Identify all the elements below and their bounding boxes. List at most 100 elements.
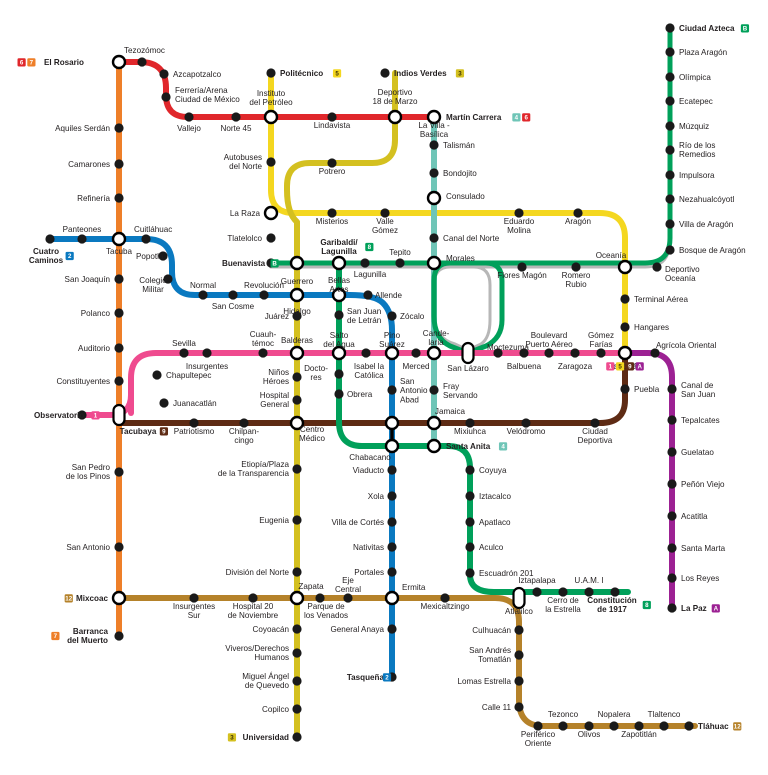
station-marker[interactable] [429, 233, 439, 243]
station-marker[interactable] [159, 69, 169, 79]
line-badge[interactable] [365, 242, 374, 252]
station-marker[interactable] [465, 517, 475, 527]
station-marker[interactable] [292, 515, 302, 525]
station-marker[interactable] [231, 112, 241, 122]
line-badge-group[interactable]: B [740, 24, 750, 33]
station-marker[interactable] [114, 631, 124, 641]
station-marker[interactable] [429, 385, 439, 395]
station-marker[interactable] [114, 542, 124, 552]
station-marker[interactable] [198, 290, 208, 300]
station-marker[interactable] [141, 234, 151, 244]
station-marker[interactable] [292, 567, 302, 577]
station-marker[interactable] [77, 410, 87, 420]
line-badge-group[interactable]: 8 [365, 242, 374, 252]
station-marker[interactable] [465, 465, 475, 475]
station-marker[interactable] [292, 464, 302, 474]
station-marker-interchange[interactable] [263, 109, 279, 125]
station-marker[interactable] [292, 704, 302, 714]
station-marker[interactable] [292, 372, 302, 382]
station-marker[interactable] [189, 418, 199, 428]
station-marker[interactable] [667, 415, 677, 425]
station-marker[interactable] [650, 348, 660, 358]
station-marker[interactable] [573, 208, 583, 218]
station-marker[interactable] [387, 491, 397, 501]
station-marker[interactable] [667, 479, 677, 489]
station-marker[interactable] [327, 112, 337, 122]
line-badge[interactable] [270, 259, 279, 268]
station-marker[interactable] [248, 593, 258, 603]
station-marker[interactable] [571, 262, 581, 272]
station-marker[interactable] [665, 72, 675, 82]
station-marker[interactable] [292, 624, 302, 634]
station-marker[interactable] [620, 384, 630, 394]
station-marker[interactable] [259, 290, 269, 300]
station-marker[interactable] [114, 376, 124, 386]
station-marker[interactable] [493, 348, 503, 358]
line-badge[interactable] [522, 113, 531, 122]
station-marker[interactable] [360, 258, 370, 268]
line-badge-group[interactable]: 12 [733, 722, 742, 731]
line-badge-group[interactable]: 1 [91, 411, 100, 420]
station-marker[interactable] [667, 543, 677, 553]
station-marker-interchange[interactable] [426, 415, 442, 431]
station-marker[interactable] [610, 587, 620, 597]
line-badge[interactable] [498, 442, 508, 451]
station-marker-interchange[interactable] [263, 205, 279, 221]
line-badge[interactable] [625, 362, 634, 371]
station-marker[interactable] [343, 593, 353, 603]
station-marker[interactable] [596, 348, 606, 358]
station-marker[interactable] [429, 140, 439, 150]
station-marker-interchange[interactable] [426, 109, 442, 125]
station-marker[interactable] [533, 721, 543, 731]
station-marker-interchange[interactable] [384, 345, 400, 361]
line-badge-group[interactable]: 2 [65, 251, 74, 261]
station-marker[interactable] [665, 245, 675, 255]
station-marker[interactable] [659, 721, 669, 731]
station-marker[interactable] [387, 542, 397, 552]
line-badge-group[interactable]: 8 [642, 600, 651, 610]
station-marker[interactable] [584, 587, 594, 597]
station-marker[interactable] [77, 234, 87, 244]
line-badge[interactable] [27, 58, 36, 67]
station-marker-interchange[interactable] [331, 345, 347, 361]
station-marker[interactable] [514, 650, 524, 660]
station-marker[interactable] [665, 145, 675, 155]
line-badge[interactable] [64, 594, 73, 603]
station-marker[interactable] [361, 348, 371, 358]
station-marker[interactable] [158, 251, 168, 261]
line-badge-group[interactable]: 7 [51, 631, 60, 641]
station-marker-interchange[interactable] [111, 231, 127, 247]
station-marker[interactable] [570, 348, 580, 358]
line-badge-group[interactable]: A [711, 604, 720, 613]
line-badge-group[interactable]: 3 [455, 69, 465, 78]
station-marker[interactable] [667, 511, 677, 521]
line-badge[interactable] [159, 427, 168, 436]
station-marker[interactable] [665, 194, 675, 204]
line-badge[interactable] [332, 69, 342, 78]
station-marker[interactable] [429, 168, 439, 178]
line-badge-group[interactable]: 5 [332, 69, 342, 78]
station-marker[interactable] [292, 676, 302, 686]
line-badge[interactable] [642, 600, 651, 610]
station-marker[interactable] [292, 311, 302, 321]
station-marker[interactable] [292, 648, 302, 658]
line-badge[interactable] [65, 251, 74, 261]
line-badge-group[interactable]: 12 [64, 594, 73, 603]
station-marker[interactable] [189, 593, 199, 603]
station-marker[interactable] [652, 262, 662, 272]
station-marker[interactable] [114, 159, 124, 169]
station-marker[interactable] [517, 262, 527, 272]
station-marker[interactable] [521, 418, 531, 428]
station-marker[interactable] [667, 573, 677, 583]
line-badge[interactable] [382, 673, 392, 682]
station-marker[interactable] [665, 96, 675, 106]
station-marker-interchange[interactable] [426, 190, 442, 206]
line-badge-group[interactable]: B [270, 259, 279, 268]
station-marker[interactable] [114, 193, 124, 203]
line-badge-group[interactable]: 3 [227, 733, 237, 742]
station-marker[interactable] [334, 310, 344, 320]
line-badge[interactable] [17, 58, 26, 67]
station-marker-interchange[interactable] [289, 345, 305, 361]
